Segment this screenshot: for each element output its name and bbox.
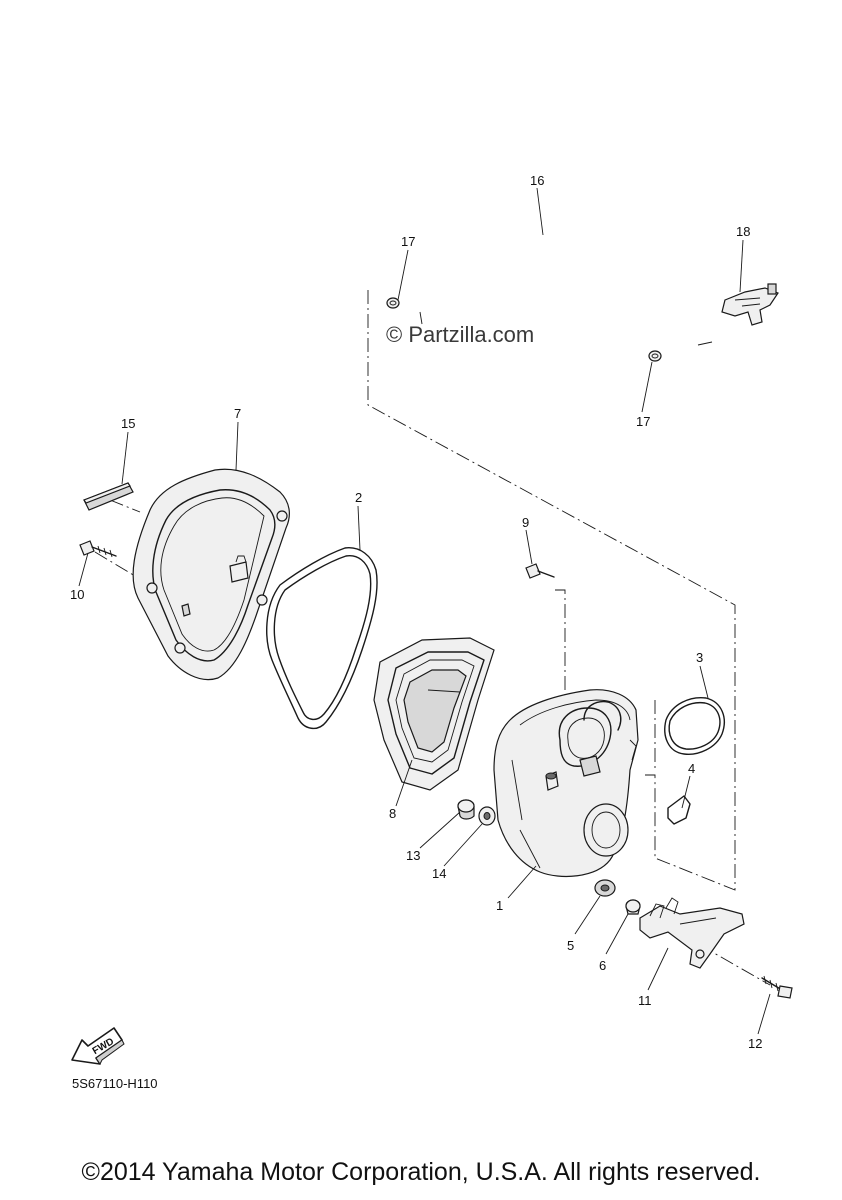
air-case-pad	[83, 482, 134, 511]
callout-12: 12	[748, 1036, 762, 1051]
hose-clip-upper	[386, 297, 400, 309]
callout-2: 2	[355, 490, 362, 505]
diagram-code: 5S67110-H110	[72, 1076, 158, 1091]
callout-17-upper: 17	[401, 234, 415, 249]
air-filter-case	[493, 689, 639, 878]
collar	[457, 799, 475, 820]
callout-3: 3	[696, 650, 703, 665]
washer	[478, 806, 496, 826]
forward-arrow-icon: FWD	[71, 1027, 125, 1065]
case-gasket	[266, 547, 378, 729]
callout-4: 4	[688, 761, 695, 776]
callout-18: 18	[736, 224, 750, 239]
bolt	[761, 975, 793, 999]
callout-14: 14	[432, 866, 446, 881]
callout-6: 6	[599, 958, 606, 973]
grommet	[594, 879, 616, 897]
callout-16: 16	[530, 173, 544, 188]
air-filter-case-cap	[132, 468, 290, 681]
callout-9: 9	[522, 515, 529, 530]
screw-cap	[79, 540, 117, 558]
callout-11: 11	[638, 993, 652, 1008]
collar-small	[625, 899, 641, 915]
copyright-notice: ©2014 Yamaha Motor Corporation, U.S.A. A…	[81, 1158, 761, 1186]
hose-clip-lower	[648, 350, 662, 362]
callout-5: 5	[567, 938, 574, 953]
case-clip	[667, 795, 691, 825]
callout-13: 13	[406, 848, 420, 863]
callout-17-lower: 17	[636, 414, 650, 429]
air-filter-element	[373, 637, 495, 791]
callout-10: 10	[70, 587, 84, 602]
callout-numbers: 16 17 18 17 15 7 2 10 9 3 4 8 13 14 1 5 …	[70, 173, 762, 1051]
case-o-ring	[664, 697, 725, 755]
breather-hose	[387, 227, 713, 383]
callout-8: 8	[389, 806, 396, 821]
leader-lines	[78, 187, 771, 1035]
watermark-text: © Partzilla.com	[386, 322, 534, 347]
callout-15: 15	[121, 416, 135, 431]
hose-holder-clamp	[721, 283, 779, 326]
callout-1: 1	[496, 898, 503, 913]
callout-7: 7	[234, 406, 241, 421]
mounting-bracket	[639, 897, 745, 969]
screw-case	[525, 563, 555, 579]
